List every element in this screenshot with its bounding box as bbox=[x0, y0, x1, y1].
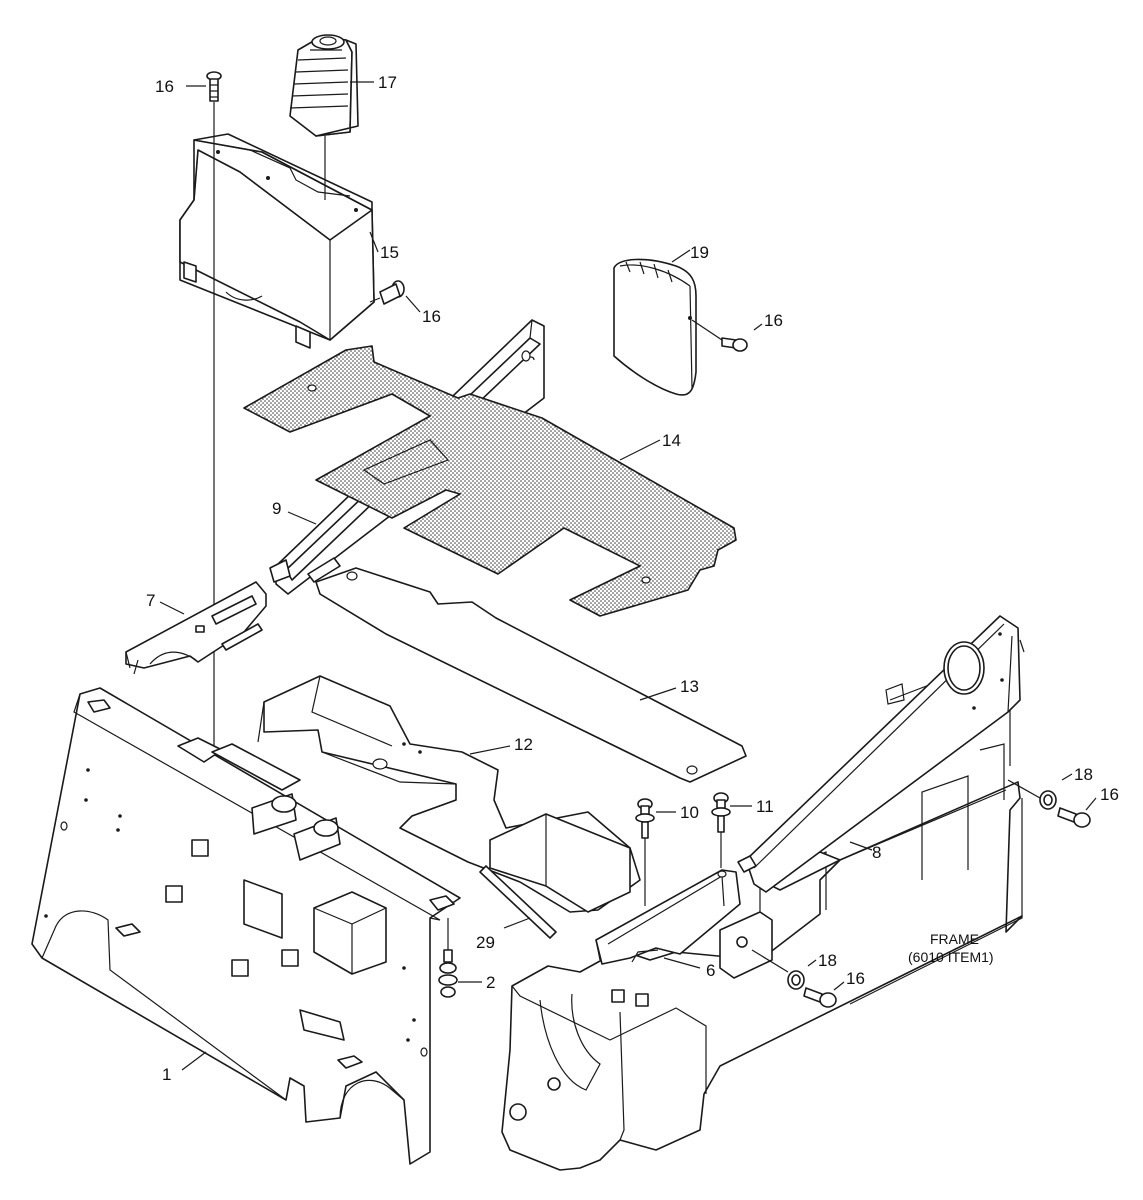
frame-note-ref: (6010 ITEM1) bbox=[908, 949, 994, 965]
part-19-cover bbox=[613, 258, 697, 396]
frame-assembly bbox=[501, 653, 1023, 1171]
frame-note-leader bbox=[849, 798, 1023, 1005]
callout-18-upper: 18 bbox=[1074, 765, 1093, 784]
callout-2: 2 bbox=[486, 973, 495, 992]
part-18-nut-upper bbox=[1007, 779, 1057, 810]
frame-note-title: FRAME bbox=[930, 931, 979, 947]
callout-16-right-top: 16 bbox=[764, 311, 783, 330]
part-2-bolt bbox=[438, 918, 458, 998]
callout-12: 12 bbox=[514, 735, 533, 754]
part-16-bolt-right-lower bbox=[803, 987, 837, 1008]
callout-16-top: 16 bbox=[155, 77, 174, 96]
callout-14: 14 bbox=[662, 431, 681, 450]
callout-17: 17 bbox=[378, 73, 397, 92]
part-16-bolt-cover bbox=[691, 319, 748, 352]
callout-16-mid: 16 bbox=[422, 307, 441, 326]
callout-leaders bbox=[159, 81, 1097, 1071]
part-8-side-arm bbox=[737, 615, 1025, 893]
callout-8: 8 bbox=[872, 843, 881, 862]
part-16-bolt-console bbox=[369, 280, 405, 305]
part-29-rod bbox=[479, 865, 557, 939]
callout-13: 13 bbox=[680, 677, 699, 696]
part-18-nut-lower bbox=[751, 949, 805, 990]
callout-11: 11 bbox=[756, 797, 774, 816]
part-11-bolt bbox=[711, 792, 731, 868]
part-15-console-box bbox=[179, 133, 375, 349]
part-12-floor-pan bbox=[257, 675, 641, 913]
callout-29: 29 bbox=[476, 933, 495, 952]
part-10-bolt bbox=[635, 798, 655, 906]
part-13-strip bbox=[315, 567, 747, 783]
callout-10: 10 bbox=[680, 803, 699, 822]
callout-16-right-mid: 16 bbox=[1100, 785, 1119, 804]
part-17-boot bbox=[289, 34, 359, 137]
callout-19: 19 bbox=[690, 243, 709, 262]
part-16-bolt-right-upper bbox=[1057, 807, 1091, 828]
callout-1: 1 bbox=[162, 1065, 171, 1084]
callout-7: 7 bbox=[146, 591, 155, 610]
callout-18-lower: 18 bbox=[818, 951, 837, 970]
part-7-bracket bbox=[125, 581, 267, 675]
part-16-bolt-top bbox=[206, 71, 222, 102]
callout-16-right-low: 16 bbox=[846, 969, 865, 988]
part-14-floor-mat bbox=[243, 345, 737, 617]
part-6-bracket bbox=[595, 869, 741, 965]
callout-9: 9 bbox=[272, 499, 281, 518]
callout-15: 15 bbox=[380, 243, 399, 262]
callout-6: 6 bbox=[706, 961, 715, 980]
